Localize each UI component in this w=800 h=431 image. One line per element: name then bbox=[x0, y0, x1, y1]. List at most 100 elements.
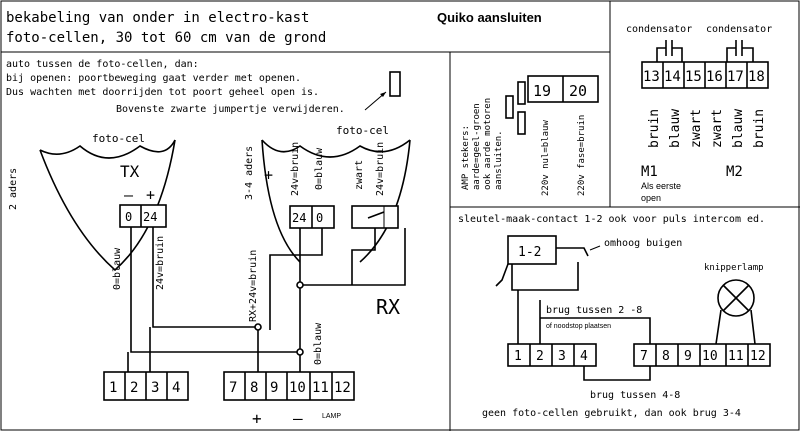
bottom-a-3: 3 bbox=[151, 380, 159, 396]
bottom-b-10: 10 bbox=[289, 380, 306, 396]
rx-name: RX bbox=[376, 295, 400, 319]
note-line-4: Bovenste zwarte jumpertje verwijderen. bbox=[116, 104, 345, 115]
tx-label: foto-cel bbox=[92, 132, 145, 145]
amp-plug-1-icon bbox=[505, 95, 514, 119]
key-switch-label: 1-2 bbox=[518, 245, 541, 260]
bottom-b-12: 12 bbox=[334, 380, 351, 396]
key-b-10: 10 bbox=[702, 349, 718, 364]
junction-3 bbox=[296, 348, 304, 356]
tx-housing-top bbox=[39, 139, 176, 159]
note-line-1: auto tussen de foto-cellen, dan: bbox=[6, 59, 199, 70]
key-a-3: 3 bbox=[558, 349, 566, 364]
rx-plus: + bbox=[264, 166, 273, 184]
bottom-a-4: 4 bbox=[172, 380, 180, 396]
rx-terminal-1: 24 bbox=[292, 211, 306, 225]
amp-terminal-20: 20 bbox=[569, 82, 587, 100]
amp-plug-2-icon bbox=[517, 81, 526, 105]
key-b-9: 9 bbox=[684, 349, 692, 364]
rx-terminal-2: 0 bbox=[316, 211, 323, 225]
capacitor-right-icon bbox=[726, 40, 754, 62]
tx-terminal-1: 0 bbox=[125, 210, 132, 224]
bottom-b-7: 7 bbox=[229, 380, 237, 396]
key-switch-icon bbox=[507, 235, 557, 265]
key-bridge-2: brug tussen 4-8 bbox=[590, 390, 680, 401]
capacitor-label-left: condensator bbox=[626, 24, 692, 35]
key-a-2: 2 bbox=[536, 349, 544, 364]
motor-m1-note-2: open bbox=[641, 193, 661, 203]
key-lamp-label: knipperlamp bbox=[704, 263, 764, 273]
key-title: sleutel-maak-contact 1-2 ook voor puls i… bbox=[458, 214, 765, 225]
left-wiring bbox=[127, 227, 406, 372]
bottom-lamp-label: LAMP bbox=[322, 413, 341, 420]
capacitor-label-right: condensator bbox=[706, 24, 772, 35]
motor-wire-16: zwart bbox=[710, 109, 725, 148]
amp-wire-2-label: 220v fase=bruin bbox=[577, 115, 587, 196]
motor-m2: M2 bbox=[726, 164, 743, 180]
rx-wire-24-label: 24v=bruin bbox=[375, 142, 386, 196]
amp-terminal-19: 19 bbox=[533, 82, 551, 100]
tx-terminal-block bbox=[119, 204, 167, 228]
motor-terminal-16: 16 bbox=[706, 69, 723, 85]
key-strip-b: 7 8 9 10 11 12 bbox=[633, 343, 771, 367]
motor-terminal-18: 18 bbox=[748, 69, 765, 85]
key-b-7: 7 bbox=[640, 349, 648, 364]
title-right: Quiko aansluiten bbox=[437, 10, 542, 25]
rx-housing-top bbox=[261, 139, 411, 158]
key-bend-label: omhoog buigen bbox=[604, 238, 682, 249]
amp-line-2: aarde=geel-groen bbox=[472, 103, 482, 190]
tx-wire-2-label: 24v=bruin bbox=[155, 236, 166, 290]
key-footer: geen foto-cellen gebruikt, dan ook brug … bbox=[482, 408, 741, 419]
key-a-4: 4 bbox=[580, 349, 588, 364]
junction-2 bbox=[296, 281, 304, 289]
rx-wire-zero-label: 0=blauw bbox=[314, 147, 325, 190]
amp-wire-1-label: 220v nul=blauw bbox=[541, 120, 551, 196]
note-line-3: Dus wachten met doorrijden tot poort geh… bbox=[6, 87, 319, 98]
motor-terminal-13: 13 bbox=[643, 69, 660, 85]
amp-line-3: ook aarde motoren bbox=[483, 98, 493, 190]
junction-1 bbox=[254, 323, 262, 331]
jumper-arrow-icon bbox=[380, 92, 386, 97]
tx-minus: – bbox=[124, 186, 134, 204]
bottom-minus: – bbox=[293, 409, 303, 428]
key-b-12: 12 bbox=[750, 349, 766, 364]
tx-terminal-2: 24 bbox=[143, 210, 157, 224]
key-b-8: 8 bbox=[662, 349, 670, 364]
bottom-strip-b: 7 8 9 10 11 12 bbox=[223, 371, 355, 401]
tx-housing bbox=[39, 139, 176, 272]
bottom-b-9: 9 bbox=[270, 380, 278, 396]
bottom-a-2: 2 bbox=[130, 380, 138, 396]
amp-plug-3-icon bbox=[517, 111, 526, 135]
motor-wire-14: blauw bbox=[668, 109, 683, 148]
tx-side-label: 2 aders bbox=[8, 168, 19, 210]
bottom-b-8: 8 bbox=[250, 380, 258, 396]
note-line-2: bij openen: poortbeweging gaat verder me… bbox=[6, 73, 301, 84]
jumper-icon bbox=[389, 71, 401, 97]
motor-terminal-15: 15 bbox=[685, 69, 702, 85]
rx-zero-bottom-label: 0=blauw bbox=[313, 322, 324, 365]
bottom-plus: + bbox=[252, 409, 262, 428]
rx-wire-plus-label: 24v=bruin bbox=[290, 142, 301, 196]
bottom-a-1: 1 bbox=[109, 380, 117, 396]
motor-terminal-14: 14 bbox=[664, 69, 681, 85]
motor-m1: M1 bbox=[641, 164, 658, 180]
title-line-1: bekabeling van onder in electro-kast bbox=[6, 10, 309, 26]
key-strip-a: 1 2 3 4 bbox=[507, 343, 597, 367]
capacitor-left-icon bbox=[656, 40, 683, 62]
rx-label: foto-cel bbox=[336, 124, 389, 137]
motor-wire-13: bruin bbox=[647, 109, 662, 148]
rx-common-label: RX+24v=bruin bbox=[248, 250, 259, 322]
title-line-2: foto-cellen, 30 tot 60 cm van de grond bbox=[6, 30, 326, 46]
amp-line-1: AMP stekers: bbox=[461, 125, 471, 190]
motor-wire-17: blauw bbox=[731, 109, 746, 148]
motor-wire-15: zwart bbox=[689, 109, 704, 148]
motor-terminal-17: 17 bbox=[727, 69, 744, 85]
bottom-b-11: 11 bbox=[312, 380, 329, 396]
key-b-11: 11 bbox=[728, 349, 744, 364]
motor-terminal-strip: 13 14 15 16 17 18 bbox=[641, 61, 769, 89]
tx-plus: + bbox=[146, 186, 155, 204]
key-bridge-1: brug tussen 2 -8 bbox=[546, 305, 642, 316]
motor-wire-18: bruin bbox=[752, 109, 767, 148]
key-bridge-1b: of noodstop plaatsen bbox=[546, 323, 611, 330]
